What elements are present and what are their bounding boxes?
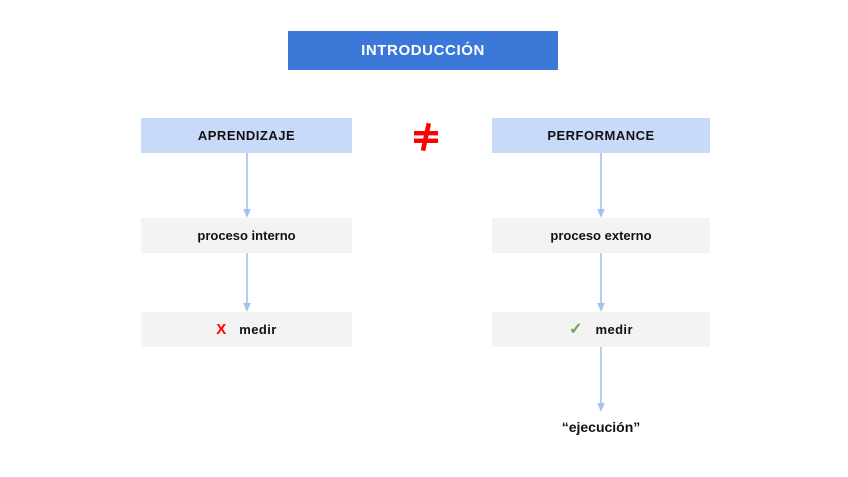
arrow-proceso-interno-to-medir: [240, 253, 254, 312]
page-title: INTRODUCCIÓN: [361, 42, 485, 59]
arrow-proceso-externo-to-medir: [594, 253, 608, 312]
node-medir-performance: ✓ medir: [492, 312, 710, 347]
slide-title-banner: INTRODUCCIÓN: [288, 31, 558, 70]
node-proceso-interno: proceso interno: [141, 218, 352, 253]
not-equal-icon: [404, 118, 448, 154]
node-label: PERFORMANCE: [547, 128, 655, 143]
node-label: proceso externo: [550, 228, 652, 243]
node-header-performance: PERFORMANCE: [492, 118, 710, 153]
measure-label: medir: [595, 322, 633, 337]
arrow-medir-to-ejecucion: [594, 347, 608, 412]
node-medir-aprendizaje: X medir: [141, 312, 352, 347]
arrow-aprendizaje-to-proceso-interno: [240, 153, 254, 218]
node-label: APRENDIZAJE: [197, 128, 296, 143]
measure-group: ✓ medir: [569, 320, 633, 338]
arrow-performance-to-proceso-externo: [594, 153, 608, 218]
node-label: proceso interno: [197, 228, 296, 243]
measure-group: X medir: [216, 322, 276, 337]
measure-label: medir: [239, 322, 277, 337]
node-ejecucion: “ejecución”: [492, 412, 710, 442]
node-proceso-externo: proceso externo: [492, 218, 710, 253]
check-icon: ✓: [569, 320, 583, 338]
cross-icon: X: [216, 321, 227, 338]
node-header-aprendizaje: APRENDIZAJE: [141, 118, 352, 153]
node-label: “ejecución”: [561, 419, 641, 435]
